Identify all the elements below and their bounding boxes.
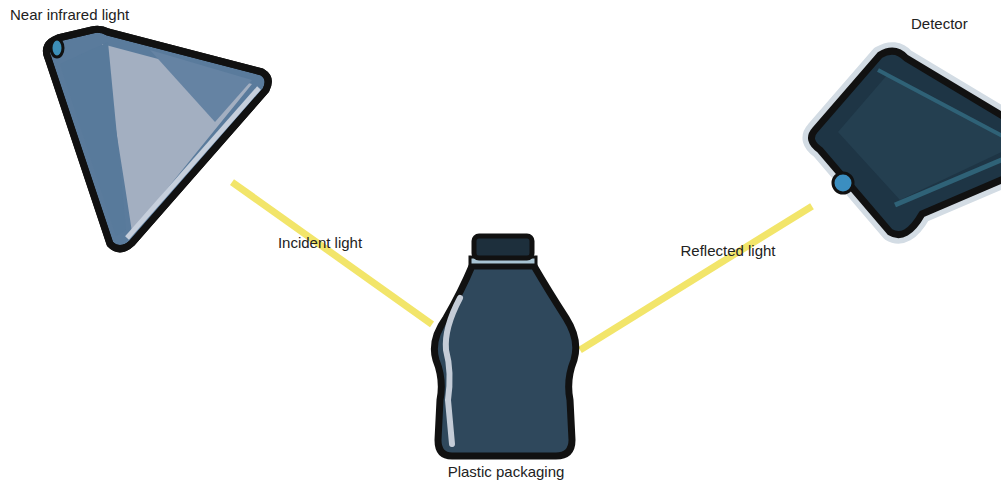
bottle-label: Plastic packaging — [392, 463, 620, 481]
lamp-icon-outline — [42, 28, 232, 254]
bottle-icon-outline — [432, 235, 580, 457]
bottle-icon: Plastic packaging — [432, 235, 580, 457]
beam-label: Reflected light — [680, 242, 775, 260]
lamp-icon: Near infrared light — [42, 28, 232, 254]
detector-icon: Detector — [812, 40, 1001, 245]
detector-icon-outline — [812, 40, 1001, 245]
reflected-beam — [580, 206, 812, 350]
lamp-label: Near infrared light — [10, 6, 129, 24]
detector-label: Detector — [911, 15, 968, 33]
incident-beam — [232, 182, 432, 324]
beam-label: Incident light — [278, 234, 362, 252]
